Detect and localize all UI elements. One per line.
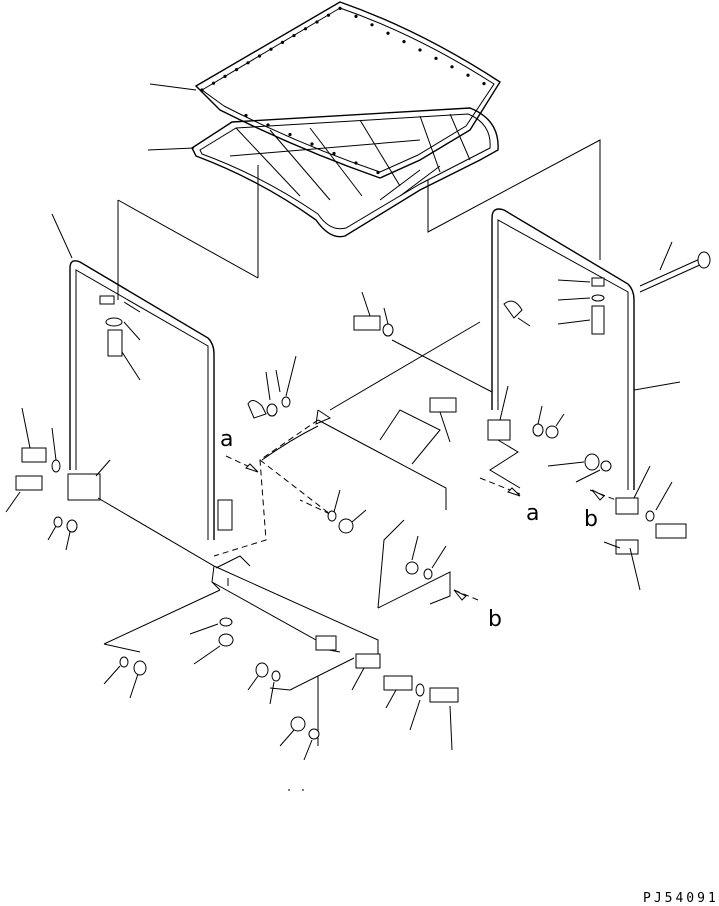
view-label-b-right: b [584, 507, 598, 532]
lower-fasteners [103, 617, 459, 761]
rivet-dot [418, 48, 422, 52]
view-label-b-center: b [488, 607, 502, 632]
left-phantom-plane [117, 165, 259, 300]
center-top-bolt [353, 291, 493, 393]
rivet-dot [326, 13, 331, 17]
left-frame-bracket-bolt [99, 295, 141, 381]
lower-center-phantom [269, 657, 355, 691]
right-u-frame [491, 208, 681, 490]
right-mid-bracket [429, 385, 565, 497]
rivet-dot [354, 14, 358, 18]
left-lower-bolts [5, 407, 111, 551]
rivet-dot [402, 40, 406, 44]
rivet-dot [200, 88, 204, 92]
right-upper-fasteners [557, 277, 605, 335]
center-bolt-nut [217, 489, 367, 534]
rivet-dot [376, 170, 380, 175]
rivet-dot [370, 23, 374, 27]
rivet-dot [234, 68, 239, 72]
wing-nut-assembly [247, 355, 297, 419]
rivet-dot [332, 151, 336, 156]
rivet-dot [338, 6, 342, 10]
view-label-a-right: a [526, 501, 539, 526]
rivet-dot [292, 34, 296, 38]
rivet-dot [303, 27, 308, 31]
clip [503, 300, 531, 327]
leader-roof [149, 83, 197, 91]
rivet-dot [354, 161, 358, 165]
rivet-dot [223, 74, 227, 78]
view-arrow-a-left [225, 455, 259, 473]
rivet-dot [269, 47, 273, 51]
rivet-dot [288, 132, 292, 137]
rivet-dot [434, 56, 438, 61]
rivet-dot [482, 82, 486, 86]
lower-left-phantom [103, 589, 221, 653]
rivet-dot [257, 54, 262, 58]
rivet-dot [246, 61, 250, 65]
rivet-dot [466, 73, 470, 77]
right-phantom-plane [427, 139, 601, 260]
pin-handle [639, 241, 711, 293]
leader-frame [147, 147, 195, 151]
rivet-dot [386, 31, 390, 35]
rivet-dot [244, 113, 248, 118]
rivet-dot [450, 65, 454, 69]
view-label-a-left: a [220, 427, 233, 452]
roof-frame [191, 107, 499, 238]
right-lower-fasteners [547, 453, 687, 591]
roof-rivet-dots [200, 6, 486, 175]
rivet-dot [280, 40, 285, 45]
canopy-roof-panel [194, 1, 501, 179]
rivet-dot [310, 142, 314, 146]
drawing-code: PJ54091 [643, 891, 719, 906]
base-frame [97, 497, 381, 669]
left-u-frame [51, 213, 215, 540]
rivet-dot [315, 20, 319, 24]
lower-right-plate [377, 519, 479, 609]
center-cover-plate [213, 321, 481, 557]
rivet-dot [211, 81, 216, 85]
